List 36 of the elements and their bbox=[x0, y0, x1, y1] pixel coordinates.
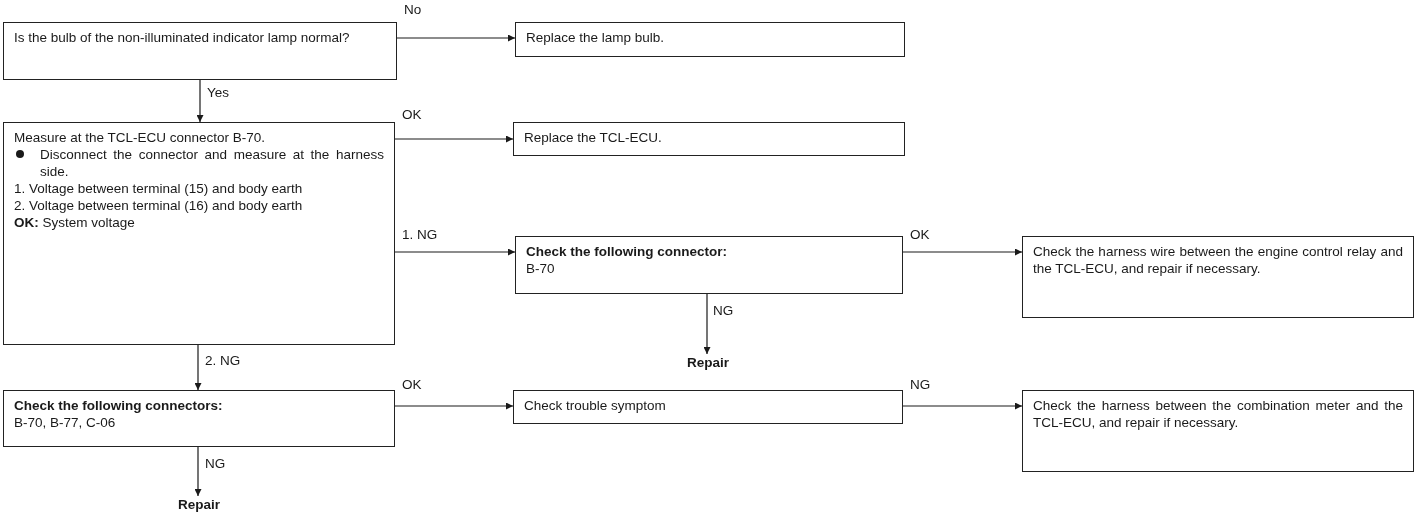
step-text: OK: System voltage bbox=[14, 214, 136, 231]
process-box bbox=[515, 22, 905, 57]
process-box bbox=[515, 236, 903, 294]
process-box bbox=[3, 22, 397, 80]
arrow bbox=[394, 135, 514, 143]
arrow bbox=[194, 344, 202, 391]
process-box bbox=[513, 122, 905, 156]
step-heading: Check the following connector: bbox=[526, 243, 728, 260]
arrow bbox=[394, 248, 516, 256]
step-text: Check trouble symptom bbox=[524, 397, 667, 414]
arrow bbox=[396, 34, 516, 42]
process-box bbox=[513, 390, 903, 424]
step-heading: Check the following connectors: bbox=[14, 397, 224, 414]
result-text: Repair bbox=[686, 354, 730, 371]
arrow bbox=[902, 248, 1023, 256]
step-text: Is the bulb of the non-illuminated indicator lamp normal? bbox=[14, 29, 351, 46]
step-text: Measure at the TCL-ECU connector B-70. bbox=[14, 129, 267, 146]
step-text: 2. Voltage between terminal (16) and body earth bbox=[14, 197, 304, 214]
arrow bbox=[394, 402, 514, 410]
arrow bbox=[902, 402, 1023, 410]
process-box bbox=[3, 390, 395, 447]
step-text: 1. Voltage between terminal (15) and body earth bbox=[14, 180, 304, 197]
arrow bbox=[703, 293, 711, 355]
process-box bbox=[1022, 236, 1414, 318]
step-text: Check the harness wire between the engine control relay and the TCL-ECU, and repair if necessary. bbox=[1033, 243, 1403, 277]
step-text: Replace the lamp bulb. bbox=[526, 29, 666, 46]
process-box bbox=[3, 122, 395, 345]
step-text: B-70, B-77, C-06 bbox=[14, 414, 117, 431]
step-text: Check the harness between the combination meter and the TCL-ECU, and repair if necessary. bbox=[1033, 397, 1403, 431]
arrow bbox=[196, 79, 204, 123]
process-box bbox=[1022, 390, 1414, 472]
step-text: B-70 bbox=[526, 260, 556, 277]
result-text: Repair bbox=[177, 496, 221, 513]
step-text: Replace the TCL-ECU. bbox=[524, 129, 663, 146]
arrow bbox=[194, 446, 202, 497]
step-text: Disconnect the connector and measure at the harness side. bbox=[40, 147, 384, 179]
